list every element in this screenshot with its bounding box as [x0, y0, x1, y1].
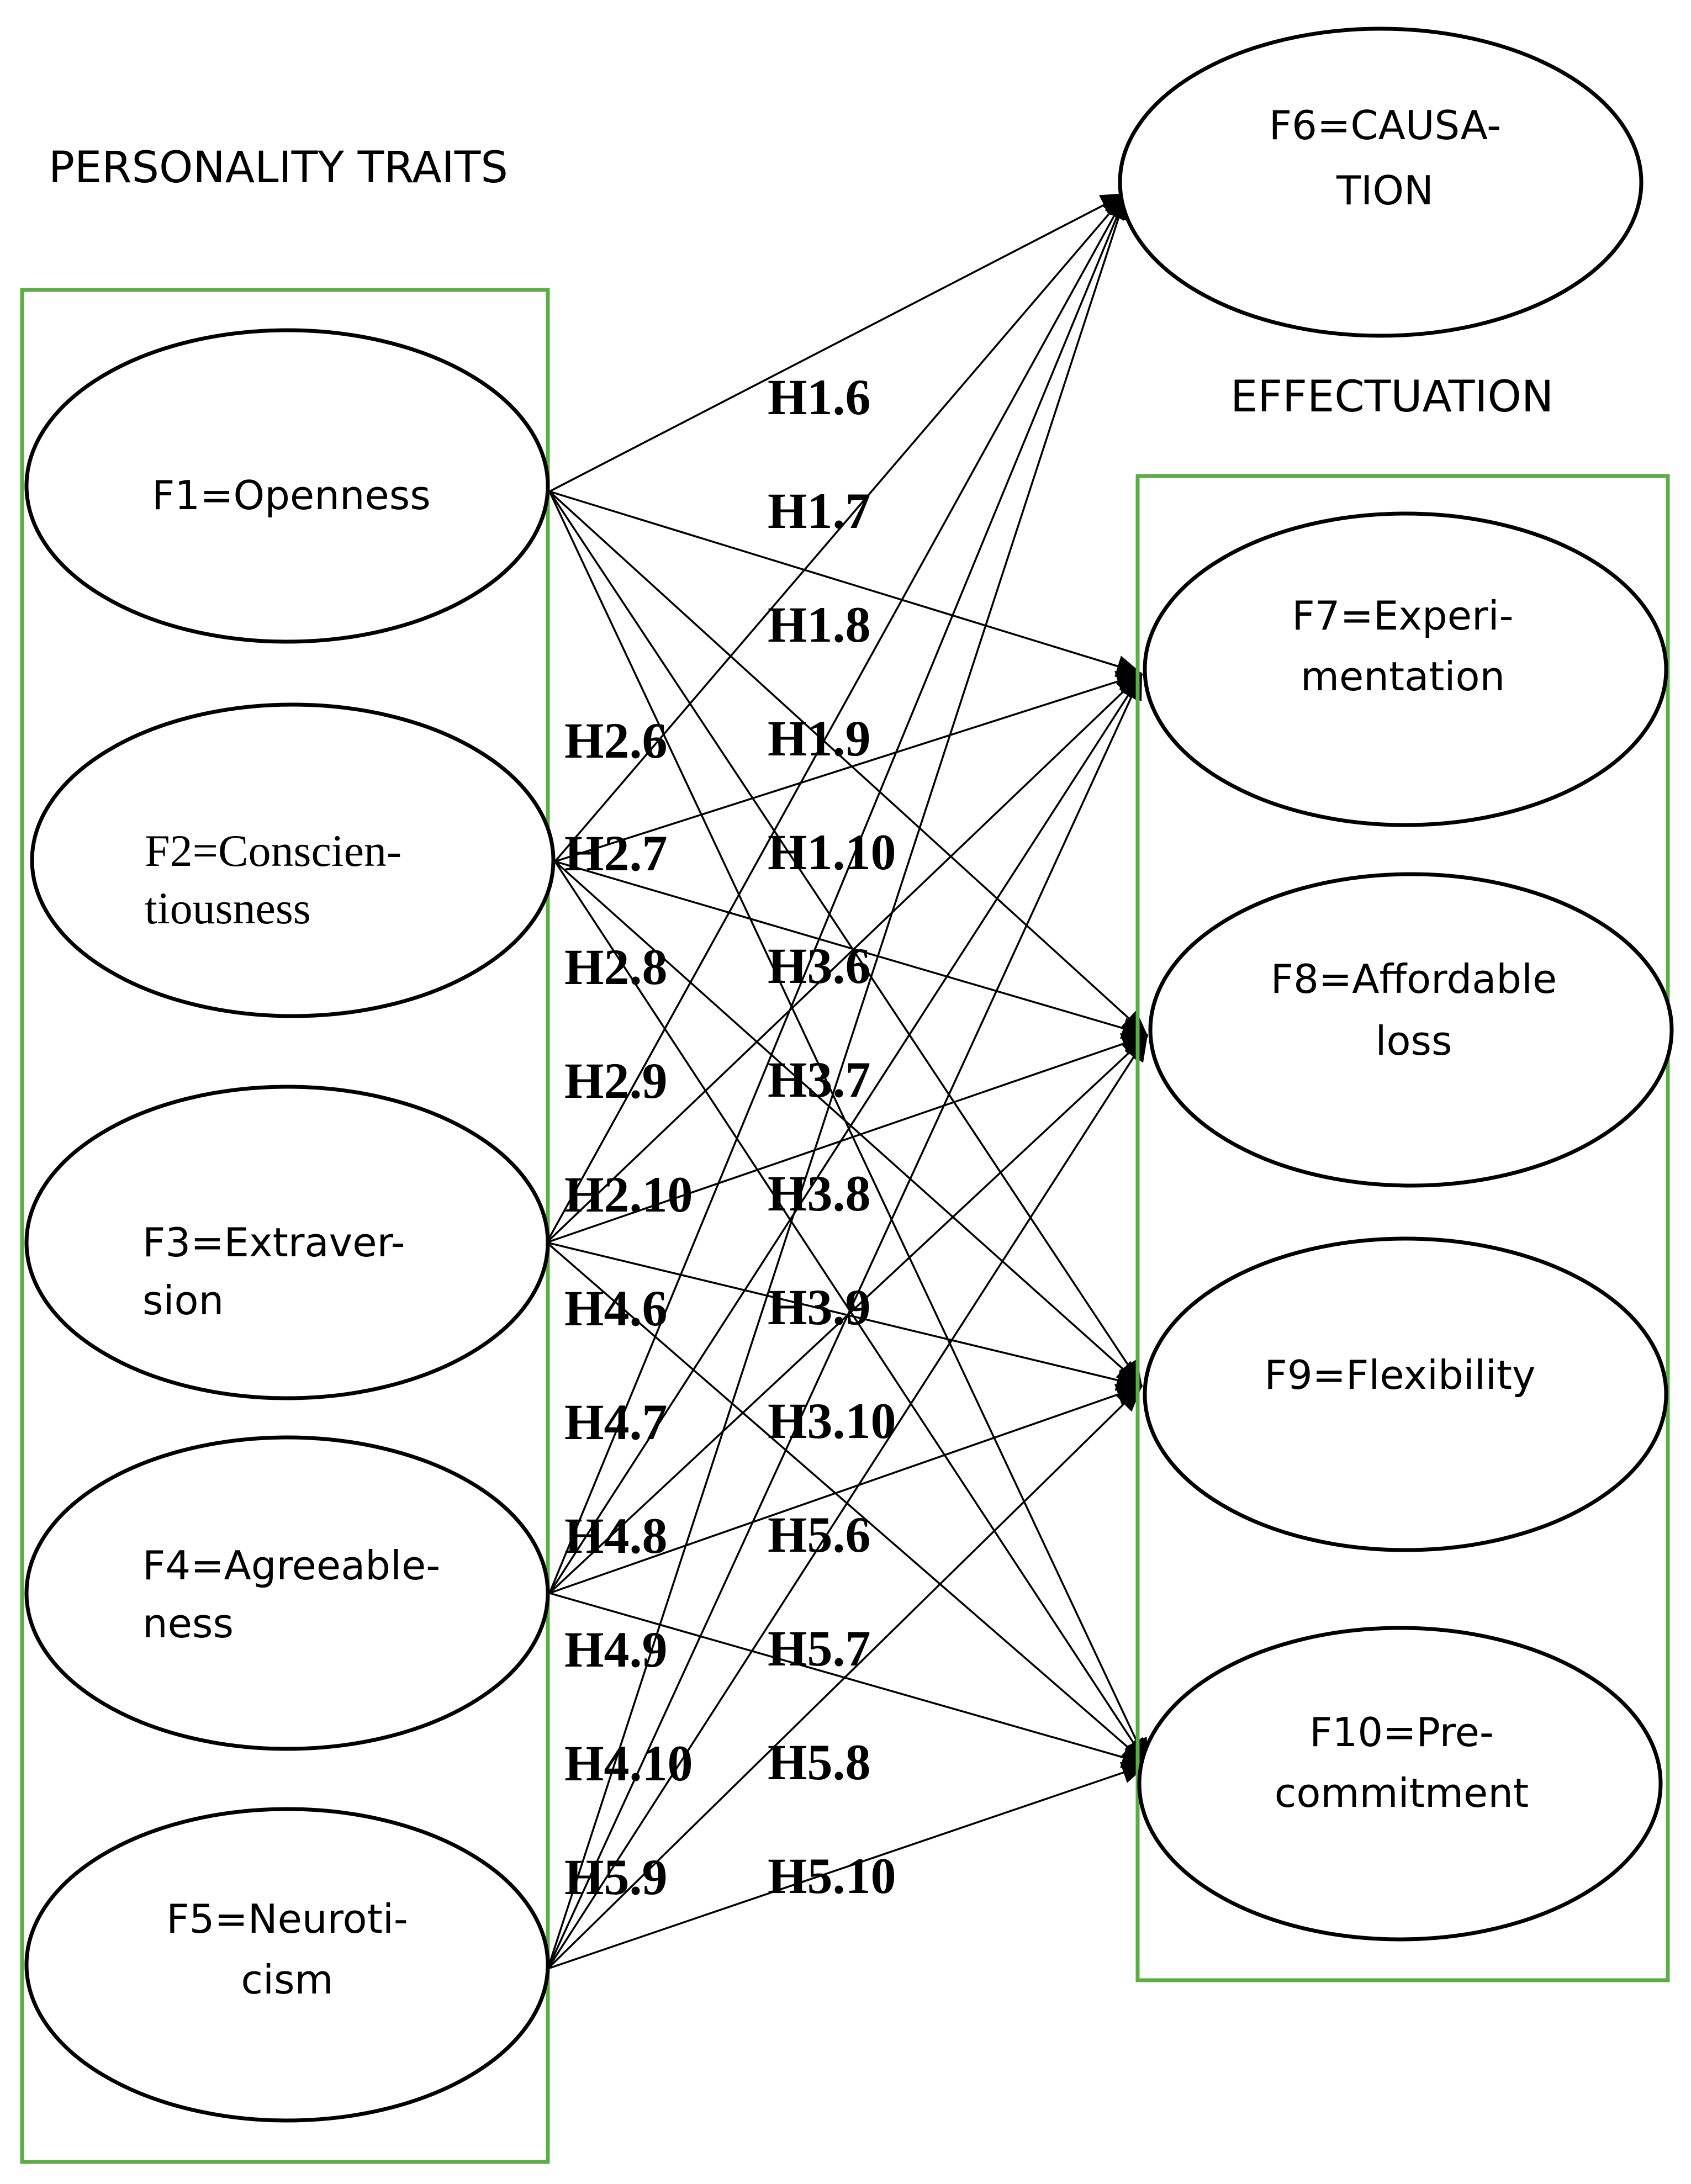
edge-f3-to-f8: [546, 1034, 1148, 1244]
hypothesis-label: H5.8: [768, 1734, 871, 1790]
node-label-line-1: F6=CAUSA-: [1269, 102, 1501, 149]
node-label-line-2: cism: [241, 1956, 333, 2003]
hypothesis-label: H4.10: [564, 1735, 693, 1791]
edge-f4-to-f10: [549, 1592, 1148, 1765]
edge-f5-to-f8: [547, 1035, 1149, 1969]
edge-f2-to-f6: [554, 192, 1128, 863]
hypothesis-label: H5.9: [564, 1849, 668, 1905]
node-label: F9=Flexibility: [1264, 1352, 1535, 1398]
arrowhead-f1-to-f7: [1114, 655, 1142, 677]
arrowhead-f2-to-f9: [1116, 1361, 1142, 1386]
node-label-line-1: F4=Agreeable-: [142, 1542, 440, 1589]
hypothesis-labels-left: H2.6 H2.7 H2.8 H2.9 H2.10 H4.6 H4.7 H4.8…: [564, 712, 693, 1905]
node-f5-neuroticism: F5=Neuroti- cism: [24, 1807, 550, 2123]
hypothesis-label: H1.6: [768, 369, 871, 425]
node-label-line-1: F10=Pre-: [1309, 1709, 1494, 1755]
node-label-line-2: ness: [142, 1600, 234, 1647]
hypothesis-label: H5.10: [768, 1848, 896, 1904]
node-f10-precommitment: F10=Pre- commitment: [1137, 1626, 1663, 1942]
edge-f3-to-f7: [546, 673, 1143, 1244]
edge-f5-to-f7: [547, 673, 1143, 1969]
node-label-line-2: loss: [1375, 1018, 1452, 1064]
arrowhead-f1-to-f8: [1121, 1010, 1148, 1035]
edge-f2-to-f7: [554, 673, 1143, 863]
node-label-line-2: TION: [1336, 167, 1434, 214]
edge-f5-to-f9: [547, 1385, 1143, 1970]
hypothesis-label: H3.7: [768, 1051, 871, 1108]
hypothesis-label: H3.8: [768, 1165, 871, 1221]
node-label-line-1: F2=Conscien-: [145, 826, 401, 876]
effectuation-title: EFFECTUATION: [1230, 372, 1553, 422]
hypothesis-label: H3.10: [768, 1393, 896, 1449]
node-f4-agreeableness: F4=Agreeable- ness: [24, 1435, 550, 1751]
node-f9-flexibility: F9=Flexibility: [1143, 1236, 1668, 1552]
node-f1-openness: F1=Openness: [24, 328, 550, 644]
hypothesis-label: H2.8: [564, 939, 668, 995]
hypothesis-label: H4.6: [564, 1280, 668, 1336]
node-label: F1=Openness: [152, 472, 431, 519]
hypothesis-label: H5.6: [768, 1506, 871, 1563]
edge-f3-to-f9: [546, 1241, 1143, 1387]
edge-f1-to-f7: [549, 490, 1143, 675]
hypothesis-label: H3.6: [768, 938, 871, 994]
node-label-line-1: F7=Experi-: [1292, 593, 1513, 639]
node-label-line-2: tiousness: [145, 883, 311, 933]
hypothesis-label: H1.10: [768, 824, 896, 880]
edge-f4-to-f9: [549, 1385, 1143, 1594]
hypothesis-labels-right: H1.6 H1.7 H1.8 H1.9 H1.10 H3.6 H3.7 H3.8…: [768, 369, 896, 1904]
hypothesis-label: H1.7: [768, 483, 871, 539]
node-f7-experimentation: F7=Experi- mentation: [1143, 511, 1668, 827]
edge-f1-to-f9: [548, 491, 1143, 1387]
edge-f1-to-f6: [549, 192, 1127, 493]
edge-f2-to-f9: [554, 860, 1143, 1387]
hypothesis-label: H2.7: [564, 825, 668, 881]
arrowhead-f2-to-f8: [1120, 1017, 1148, 1039]
hypothesis-label: H1.8: [768, 596, 871, 653]
node-f2-conscientiousness: F2=Conscien- tiousness: [30, 702, 556, 1018]
node-f6-causation: F6=CAUSA- TION: [1118, 27, 1644, 338]
edge-f2-to-f8: [554, 860, 1148, 1037]
hypothesis-label: H4.9: [564, 1621, 668, 1678]
node-label-line-1: F5=Neuroti-: [166, 1896, 408, 1942]
node-label-line-2: commitment: [1275, 1770, 1529, 1816]
node-f8-affordable-loss: F8=Affordable loss: [1148, 872, 1674, 1188]
hypothesis-label: H3.9: [768, 1279, 871, 1335]
hypothesis-label: H2.10: [564, 1166, 693, 1223]
node-label-line-2: sion: [142, 1277, 224, 1324]
node-label-line-1: F8=Affordable: [1271, 956, 1557, 1002]
effectuation-box: [1135, 474, 1670, 1982]
hypothesis-label: H2.9: [564, 1053, 668, 1109]
node-f3-extraversion: F3=Extraver- sion: [24, 1085, 550, 1400]
edge-f3-to-f6: [546, 193, 1128, 1243]
edge-f5-to-f10: [547, 1763, 1148, 1970]
hypothesis-label: H4.8: [564, 1508, 668, 1564]
edge-f4-to-f7: [548, 673, 1143, 1594]
arrowhead-f5-to-f9: [1116, 1386, 1142, 1412]
node-label-line-1: F3=Extraver-: [142, 1219, 405, 1266]
hypothesis-label: H5.7: [768, 1620, 871, 1677]
hypothesis-label: H1.9: [768, 710, 871, 766]
hypothesis-label: H4.7: [564, 1394, 668, 1450]
edge-f4-to-f6: [548, 193, 1128, 1594]
personality-traits-title: PERSONALITY TRAITS: [49, 143, 508, 193]
edge-f5-to-f6: [547, 193, 1128, 1969]
node-label-line-2: mentation: [1301, 653, 1505, 700]
hypothesis-label: H2.6: [564, 712, 668, 769]
edges-layer: [546, 192, 1149, 1970]
edge-f1-to-f8: [548, 490, 1149, 1037]
